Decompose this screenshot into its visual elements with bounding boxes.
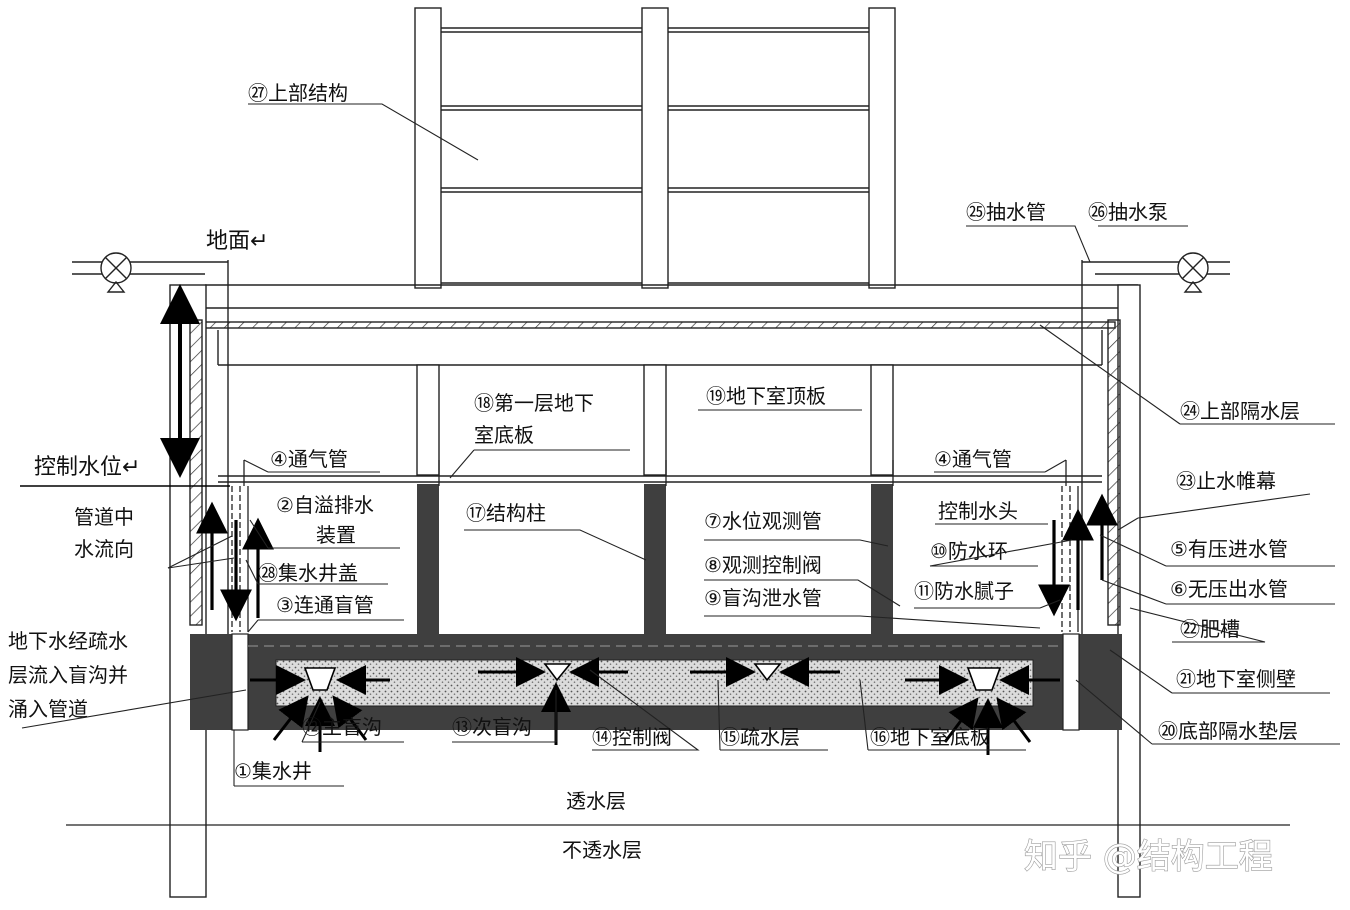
- label-sump: ①集水井: [234, 759, 312, 783]
- pump-right: [1082, 252, 1230, 293]
- label-gravity-outlet: ⑥无压出水管: [1170, 577, 1288, 601]
- label-control-head: 控制水头: [938, 499, 1018, 523]
- label-first-floor-b: 室底板: [474, 423, 534, 447]
- label-upper-aquiclude: ㉔上部隔水层: [1180, 399, 1300, 423]
- label-fat-trough: ㉒肥槽: [1180, 617, 1240, 641]
- label-groundwater-c: 涌入管道: [8, 697, 88, 721]
- basement-roof: [204, 284, 1138, 366]
- label-pump-pipe: ㉕抽水管: [966, 200, 1046, 224]
- label-impermeable-layer: 不透水层: [562, 838, 642, 862]
- label-upper-structure: ㉗上部结构: [248, 81, 348, 105]
- label-vent-right: ④通气管: [934, 447, 1012, 471]
- labels: ㉗上部结构 ㉕抽水管 ㉖抽水泵 地面↵ ㉔上部隔水层 ⑲地下室顶板 ⑱第一层地下…: [8, 81, 1300, 878]
- inflow-arrows: [250, 657, 1060, 755]
- label-pipe-flow-a: 管道中: [74, 505, 134, 529]
- label-column: ⑰结构柱: [466, 501, 546, 525]
- label-control-level: 控制水位↵: [34, 455, 140, 480]
- first-basement-floor: [218, 475, 1102, 483]
- structural-columns: [416, 364, 894, 476]
- control-level-arrow: [20, 284, 230, 487]
- label-ground: 地面↵: [206, 229, 268, 254]
- label-vent-left: ④通气管: [270, 447, 348, 471]
- label-cutoff-curtain: ㉓止水帷幕: [1176, 469, 1276, 493]
- label-pipe-flow-b: 水流向: [74, 537, 134, 561]
- label-permeable-layer: 透水层: [566, 789, 626, 813]
- label-observation-pipe: ⑦水位观测管: [704, 509, 822, 533]
- label-side-wall: ㉑地下室侧壁: [1176, 667, 1296, 691]
- label-observation-valve: ⑧观测控制阀: [704, 553, 822, 577]
- vent-pipes: [243, 460, 1067, 486]
- label-bottom-cushion: ⑳底部隔水垫层: [1158, 719, 1298, 743]
- label-sump-cover: ㉘集水井盖: [258, 561, 358, 585]
- pipe-flow-arrows: [196, 493, 1118, 622]
- overflow-device-right: [1061, 486, 1079, 632]
- label-waterproof-putty: ⑪防水腻子: [914, 579, 1014, 603]
- label-drain-pipe: ⑨盲沟泄水管: [704, 586, 822, 610]
- label-main-ditch: ⑫主盲沟: [302, 715, 382, 739]
- lower-columns: [417, 484, 893, 634]
- label-basement-floor: ⑯地下室底板: [870, 725, 990, 749]
- label-secondary-ditch: ⑬次盲沟: [452, 715, 532, 739]
- label-overflow-a: ②自溢排水: [276, 493, 374, 517]
- label-control-valve: ⑭控制阀: [592, 725, 672, 749]
- label-pressure-inlet: ⑤有压进水管: [1170, 537, 1288, 561]
- upper-structure: [414, 7, 896, 289]
- label-basement-roof: ⑲地下室顶板: [706, 384, 826, 408]
- pump-left: [72, 252, 228, 293]
- label-waterproof-ring: ⑩防水环: [930, 539, 1008, 563]
- label-groundwater-a: 地下水经疏水: [8, 629, 128, 653]
- label-connecting-pipe: ③连通盲管: [276, 593, 374, 617]
- label-overflow-b: 装置: [316, 523, 356, 547]
- watermark: 知乎 @结构工程: [1024, 837, 1273, 877]
- leader-lines: [21, 103, 1340, 787]
- label-first-floor-a: ⑱第一层地下: [474, 391, 594, 415]
- label-pump: ㉖抽水泵: [1088, 200, 1168, 224]
- blind-ditch-nodes: [303, 663, 1002, 691]
- label-drainage-layer: ⑮疏水层: [720, 725, 800, 749]
- label-groundwater-b: 层流入盲沟并: [8, 663, 128, 687]
